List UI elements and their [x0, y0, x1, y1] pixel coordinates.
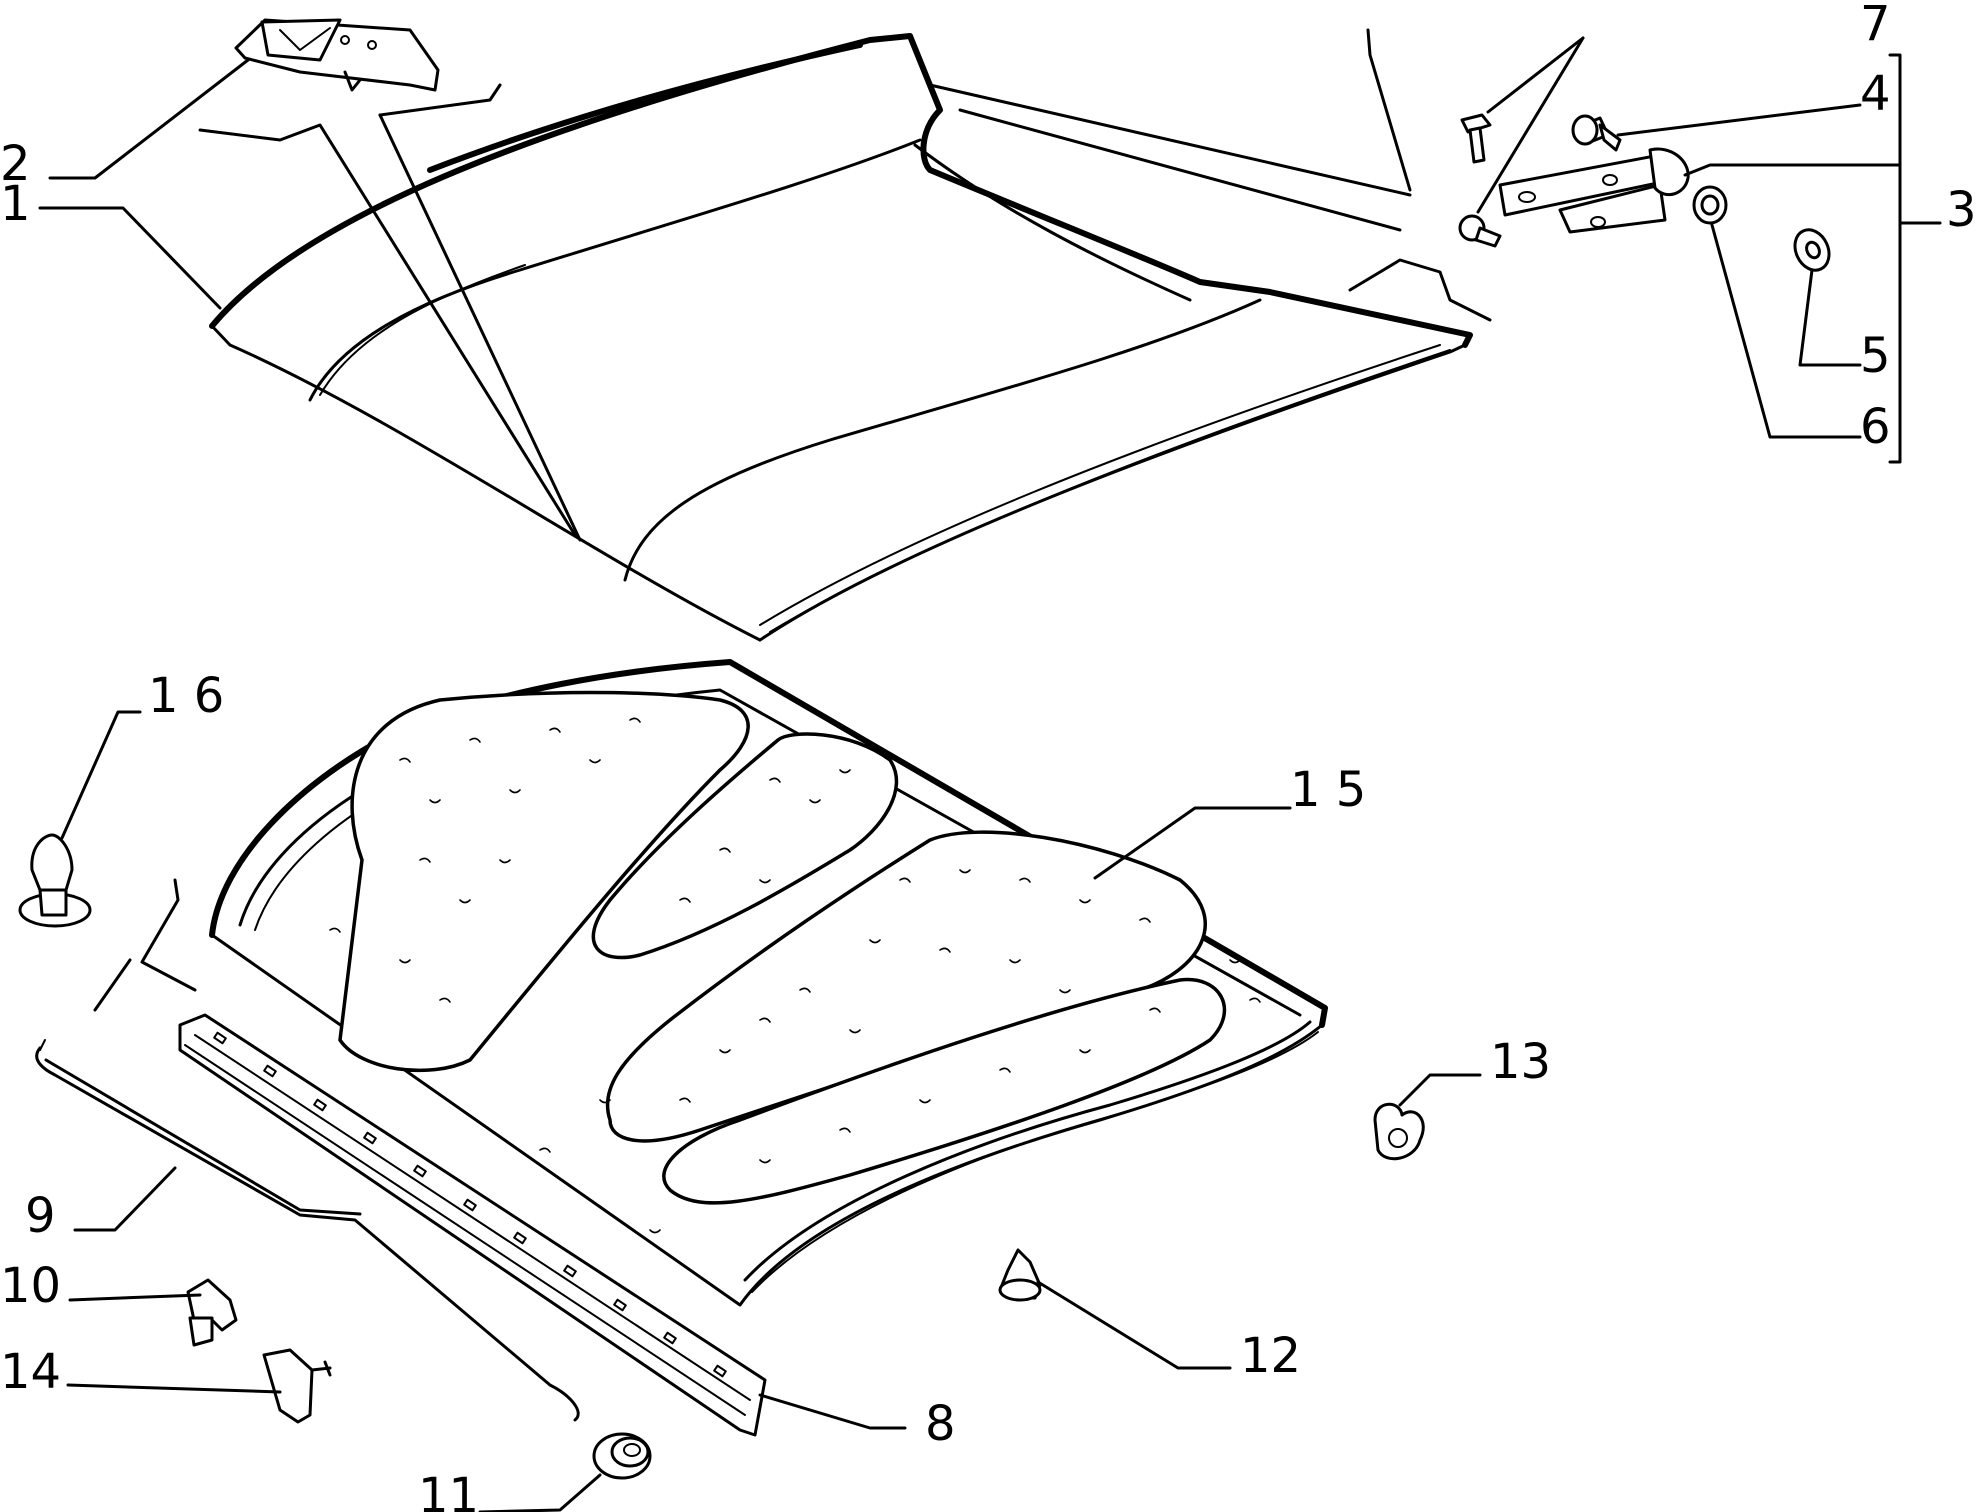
catch-part-14	[262, 1348, 332, 1424]
leader-lines	[38, 36, 1942, 1512]
bushing-part-6	[1692, 185, 1728, 225]
callout-14: 14	[0, 1344, 61, 1400]
seal-slots	[213, 1031, 727, 1378]
callout-9: 9	[25, 1188, 56, 1244]
panel-fold-marks	[198, 28, 1492, 542]
bolt-part-4	[1571, 114, 1622, 152]
front-seal-part-8	[178, 1013, 767, 1437]
grommet-part-11	[592, 1432, 652, 1480]
bonnet-outer-panel	[209, 33, 1473, 642]
support-rod-part-9	[35, 1039, 580, 1422]
callout-12: 12	[1240, 1328, 1301, 1384]
pad-texture	[329, 717, 1261, 1234]
clip-part-10	[186, 1278, 238, 1347]
callout-6: 6	[1860, 399, 1891, 455]
callout-16: 1 6	[148, 668, 224, 724]
callout-8: 8	[925, 1396, 956, 1452]
screw-part-7	[1458, 113, 1502, 248]
callout-7: 7	[1860, 0, 1891, 52]
bracket-part-2	[234, 18, 440, 92]
plug-part-16	[18, 833, 92, 928]
sound-pads	[329, 690, 1261, 1234]
hinge-part-3	[1498, 147, 1690, 234]
callout-10: 10	[0, 1258, 61, 1314]
push-clip-part-12	[998, 1248, 1042, 1302]
callout-2: 2	[0, 136, 31, 192]
callout-15: 1 5	[1290, 762, 1366, 818]
callout-5: 5	[1860, 328, 1891, 384]
seal-fold-marks	[93, 878, 197, 1012]
spring-clip-part-13	[1373, 1102, 1425, 1161]
callout-11: 11	[418, 1468, 479, 1512]
callout-1: 1	[0, 176, 31, 232]
callout-13: 13	[1490, 1034, 1551, 1090]
callout-3: 3	[1946, 182, 1977, 238]
washer-part-5	[1793, 228, 1831, 272]
callout-4: 4	[1860, 66, 1891, 122]
